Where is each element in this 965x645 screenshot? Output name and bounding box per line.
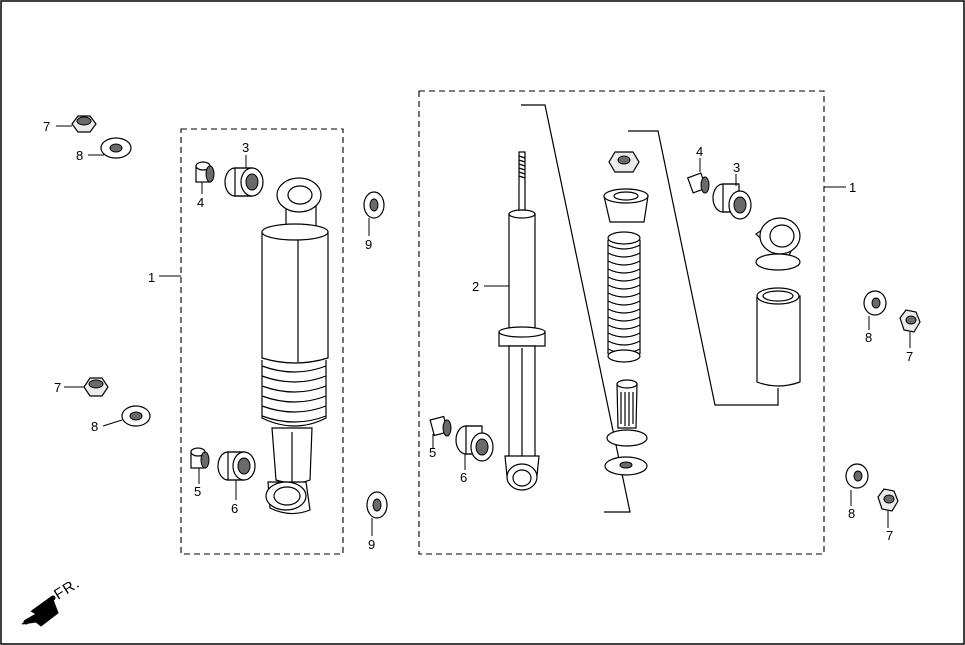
bump-stopper [606,379,648,447]
mid-left-washer [121,405,151,427]
mid-collar [429,415,452,437]
left-upper-collar [195,161,215,183]
upper-side-washer [363,191,385,219]
right-lower-nut [877,488,899,512]
label-5-left: 5 [194,484,201,499]
left-upper-bush [224,167,264,197]
left-lower-collar [190,447,210,469]
label-9-lower: 9 [368,537,375,552]
left-shock-group-box [180,128,344,555]
top-left-washer [100,137,132,159]
label-5-mid: 5 [429,445,436,460]
label-8-mid-left: 8 [91,419,98,434]
right-bush [712,183,752,220]
label-8-right-lower: 8 [848,506,855,521]
front-direction-arrow-icon [21,595,59,627]
label-7-top-left: 7 [43,119,50,134]
label-7-mid-left: 7 [54,380,61,395]
label-9-upper: 9 [365,237,372,252]
guide-line-right [628,130,779,406]
lower-side-washer [366,491,388,519]
left-lower-bush [217,451,256,481]
mid-left-nut [83,377,109,397]
right-collar [686,172,710,194]
leader-lines [56,125,911,536]
label-8-right-upper: 8 [865,330,872,345]
coil-spring [607,231,641,363]
guide-line-left [521,104,631,513]
dust-cover-tube [756,287,801,387]
label-2: 2 [472,279,479,294]
damper-unit [498,151,546,491]
label-7-right-lower: 7 [886,528,893,543]
right-upper-nut [899,309,921,333]
right-upper-washer [863,290,887,316]
label-4-right: 4 [696,144,703,159]
upper-mount-eye [755,217,801,271]
label-7-right-upper: 7 [906,349,913,364]
label-6-left: 6 [231,501,238,516]
label-1-left: 1 [148,270,155,285]
label-1-right: 1 [849,180,856,195]
top-adjust-nut [608,151,640,173]
label-3-right: 3 [733,160,740,175]
top-left-nut [71,115,97,133]
mid-bush [455,425,494,462]
right-lower-washer [845,463,869,489]
label-6-mid: 6 [460,470,467,485]
bottom-spring-washer [604,456,648,476]
left-shock-absorber [261,177,329,515]
label-3-left: 3 [242,140,249,155]
label-4-left: 4 [197,195,204,210]
label-8-top-left: 8 [76,148,83,163]
right-shock-group-box [418,90,825,555]
spring-seat-cup [603,188,649,223]
front-direction-label: FR. [51,575,83,604]
